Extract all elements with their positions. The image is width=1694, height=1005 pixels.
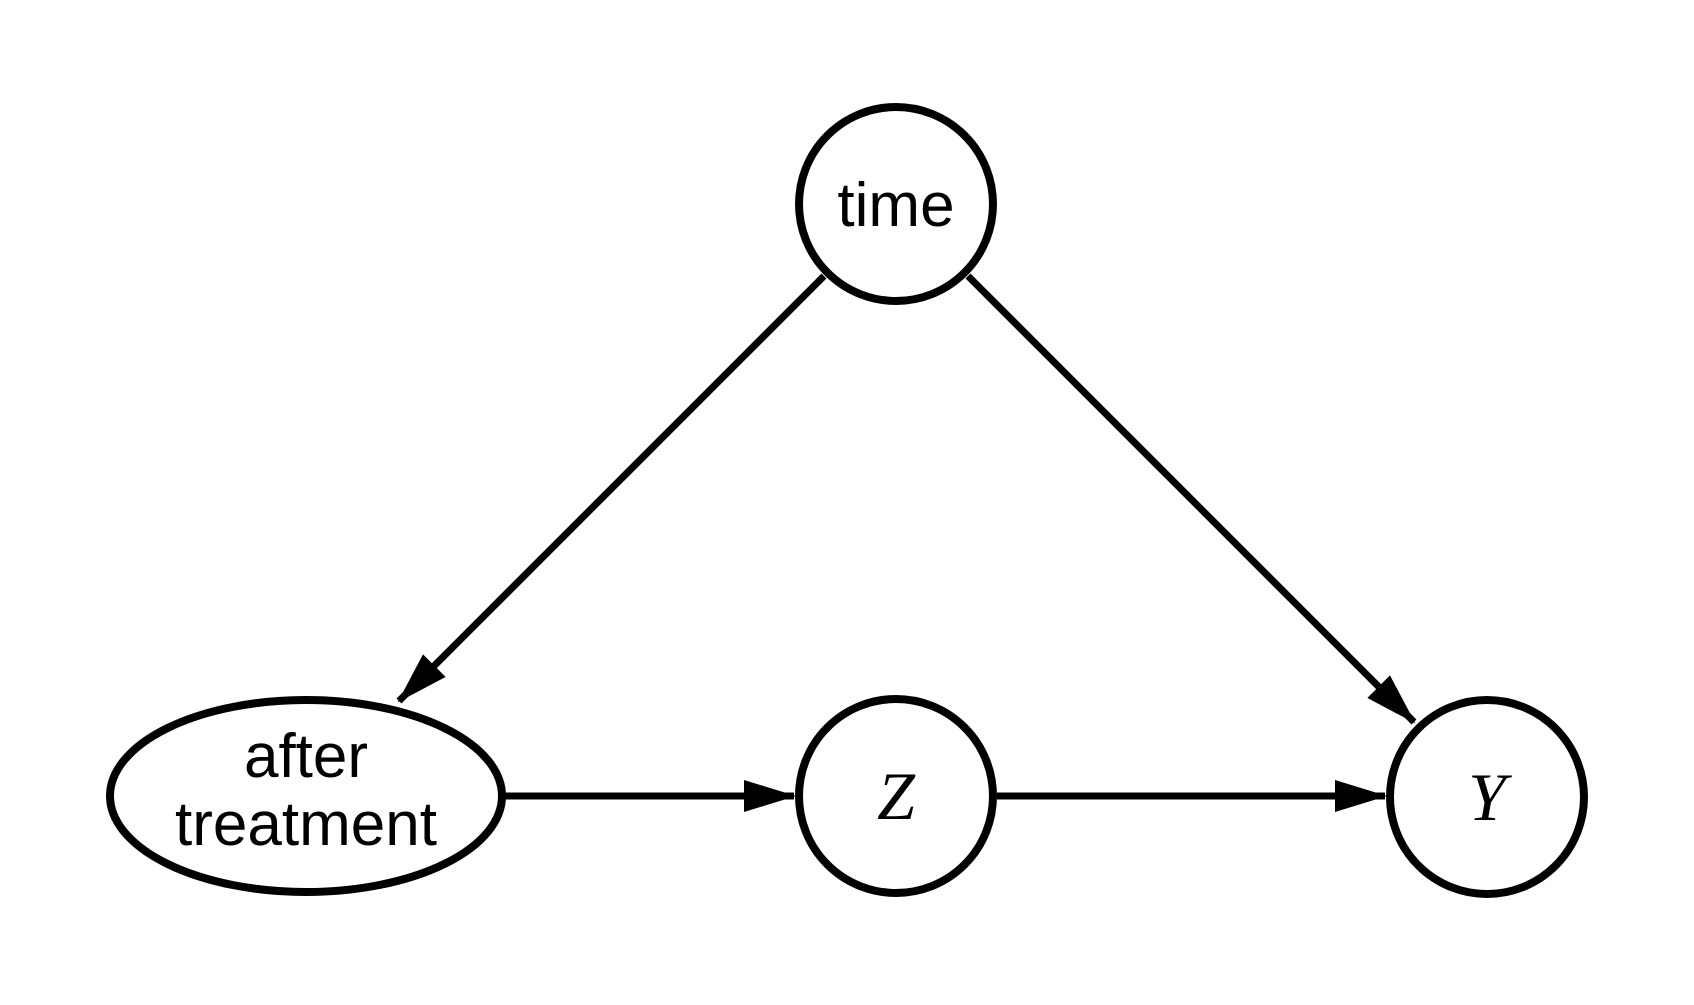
edge-time-to-after-treatment-arrow xyxy=(396,273,827,704)
node-after-treatment-label-line2: treatment xyxy=(175,790,437,859)
labels-group: time after treatment Z Y xyxy=(175,171,1512,859)
node-time-label: time xyxy=(837,171,954,240)
nodes-group xyxy=(106,103,1588,898)
node-time-shape xyxy=(795,103,997,305)
node-z-shape xyxy=(795,695,997,897)
node-y-label: Y xyxy=(1468,759,1512,835)
node-after-treatment-label-line1: after xyxy=(244,722,368,791)
node-after-treatment-shape xyxy=(106,696,506,896)
edge-time-to-y-arrow xyxy=(965,273,1417,725)
edges-group xyxy=(396,273,1417,812)
node-z-label: Z xyxy=(877,758,916,834)
node-y-shape xyxy=(1386,696,1588,898)
